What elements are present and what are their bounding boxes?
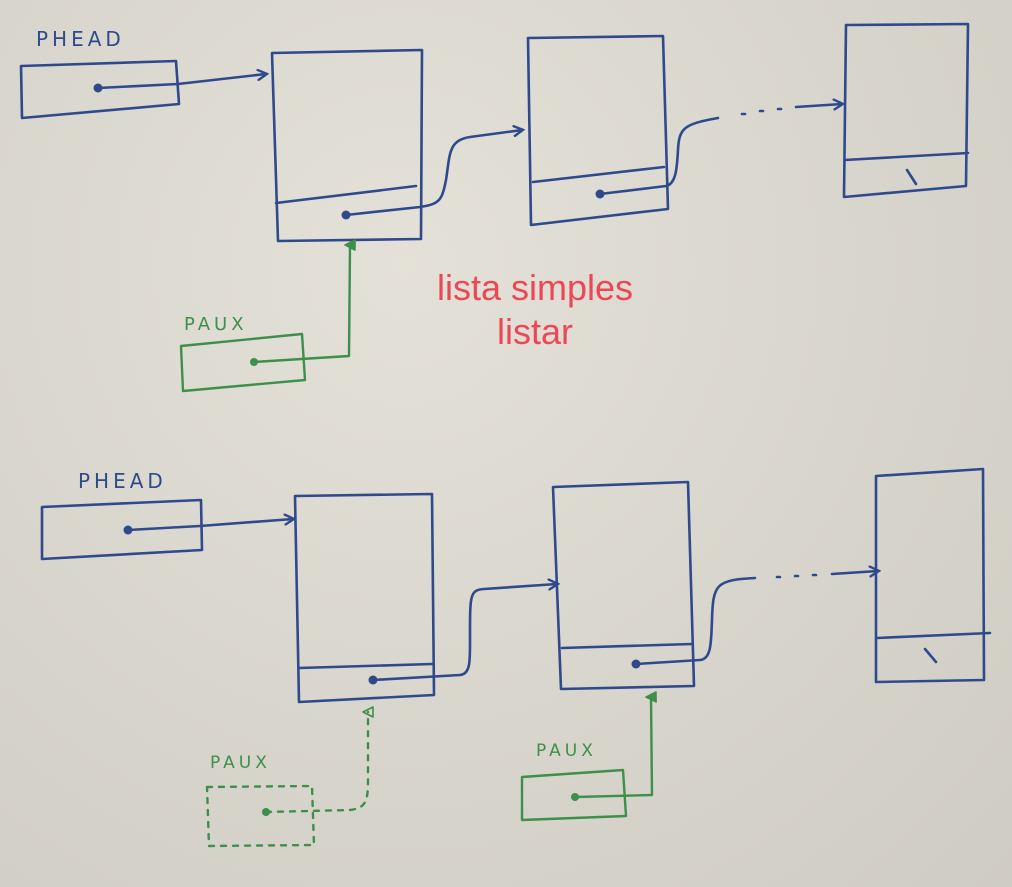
phead-arrow-bottom bbox=[126, 519, 293, 532]
paux-arrow-dashed bbox=[264, 706, 374, 814]
paux-pointer-box-dashed bbox=[205, 784, 316, 848]
caption: lista simples listar bbox=[412, 266, 658, 354]
last-node-top-divider bbox=[843, 151, 970, 162]
bottom-node-1 bbox=[293, 492, 436, 704]
phead-arrow bbox=[96, 74, 266, 90]
last-node-top bbox=[842, 22, 970, 199]
caption-line-2: listar bbox=[496, 311, 573, 352]
paux-arrow-solid bbox=[573, 691, 657, 799]
paux-arrow-top bbox=[252, 239, 356, 364]
bottom-node-1-divider bbox=[297, 662, 434, 670]
paux-pointer-box-solid bbox=[520, 768, 628, 822]
node-1-divider bbox=[274, 184, 418, 205]
phead-label-top: PHEAD bbox=[36, 27, 125, 51]
phead-label-bottom: PHEAD bbox=[78, 469, 167, 493]
bottom-node-2 bbox=[551, 480, 696, 691]
top-list: PHEAD PAUX bbox=[19, 22, 970, 393]
node-2 bbox=[526, 34, 670, 227]
phead-pointer-box bbox=[19, 59, 181, 120]
bottom-list: PHEAD PAUX PAUX bbox=[40, 467, 992, 848]
bottom-node-1-next-arrow bbox=[371, 584, 557, 682]
last-node-bottom bbox=[874, 467, 986, 684]
ellipsis-arrow-bottom bbox=[830, 571, 878, 574]
last-node-bottom-divider bbox=[875, 631, 992, 640]
bottom-node-2-divider bbox=[560, 642, 694, 650]
node-1 bbox=[270, 48, 424, 243]
caption-line-1: lista simples bbox=[436, 267, 634, 308]
node-2-next-line bbox=[598, 116, 720, 196]
paux-label-bottom-dashed: PAUX bbox=[210, 753, 271, 773]
phead-pointer-box-bottom bbox=[40, 498, 204, 561]
null-mark-bottom bbox=[923, 647, 938, 664]
bottom-node-2-next-line bbox=[634, 576, 757, 666]
node-1-next-arrow bbox=[344, 130, 522, 217]
null-mark-top bbox=[905, 168, 918, 186]
ellipsis-bottom bbox=[775, 573, 818, 579]
ellipsis-top bbox=[740, 107, 783, 116]
node-2-divider bbox=[531, 165, 666, 184]
ellipsis-arrow-top bbox=[794, 104, 842, 107]
paux-label-bottom-solid: PAUX bbox=[536, 741, 597, 761]
paux-pointer-box-top bbox=[179, 332, 307, 393]
paux-label-top: PAUX bbox=[184, 314, 248, 335]
